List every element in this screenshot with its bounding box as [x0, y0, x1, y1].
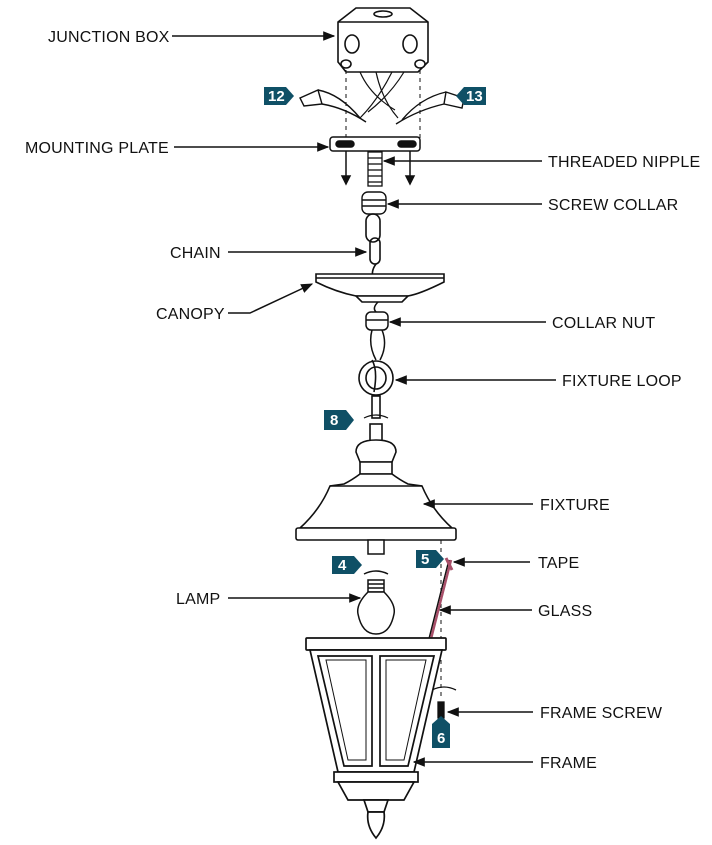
step-badge-4: 4 — [332, 556, 362, 574]
label-chain: CHAIN — [170, 245, 221, 262]
label-tape: TAPE — [538, 555, 579, 572]
step-badge-12: 12 — [264, 87, 294, 105]
label-junction-box: JUNCTION BOX — [48, 29, 170, 46]
svg-text:12: 12 — [268, 88, 285, 105]
svg-text:13: 13 — [466, 88, 483, 105]
svg-text:6: 6 — [437, 730, 445, 747]
rotate-arrow-8 — [363, 414, 389, 419]
label-threaded-nipple: THREADED NIPPLE — [548, 154, 700, 171]
collar-nut-part — [365, 301, 389, 361]
label-lamp: LAMP — [176, 591, 220, 608]
step-badge-6: 6 — [432, 716, 450, 748]
fixture-loop-part — [358, 359, 394, 419]
label-glass: GLASS — [538, 603, 592, 620]
guide-lines — [345, 70, 442, 700]
frame-screw-part — [431, 686, 457, 719]
step-badge-8: 8 — [324, 410, 354, 430]
svg-text:5: 5 — [421, 551, 429, 568]
step-badge-5: 5 — [416, 550, 444, 568]
lamp-part — [356, 539, 396, 635]
label-frame: FRAME — [540, 755, 597, 772]
threaded-nipple-part — [367, 151, 383, 187]
label-mounting-plate: MOUNTING PLATE — [25, 140, 169, 157]
label-fixture: FIXTURE — [540, 497, 610, 514]
svg-text:8: 8 — [330, 412, 338, 429]
step-badge-13: 13 — [456, 87, 486, 105]
canopy-part — [315, 273, 445, 303]
label-screw-collar: SCREW COLLAR — [548, 197, 678, 214]
mounting-plate-part — [329, 136, 421, 186]
svg-text:4: 4 — [338, 557, 347, 574]
label-canopy: CANOPY — [156, 306, 225, 323]
screw-collar-part — [361, 191, 387, 215]
chain-part — [365, 213, 381, 281]
label-collar-nut: COLLAR NUT — [552, 315, 655, 332]
junction-box-part — [337, 7, 429, 119]
fixture-part — [295, 423, 457, 541]
leader-lines — [172, 31, 556, 767]
label-fixture-loop: FIXTURE LOOP — [562, 373, 682, 390]
frame-part — [305, 637, 447, 840]
wire-nuts — [299, 89, 465, 125]
label-frame-screw: FRAME SCREW — [540, 705, 663, 722]
